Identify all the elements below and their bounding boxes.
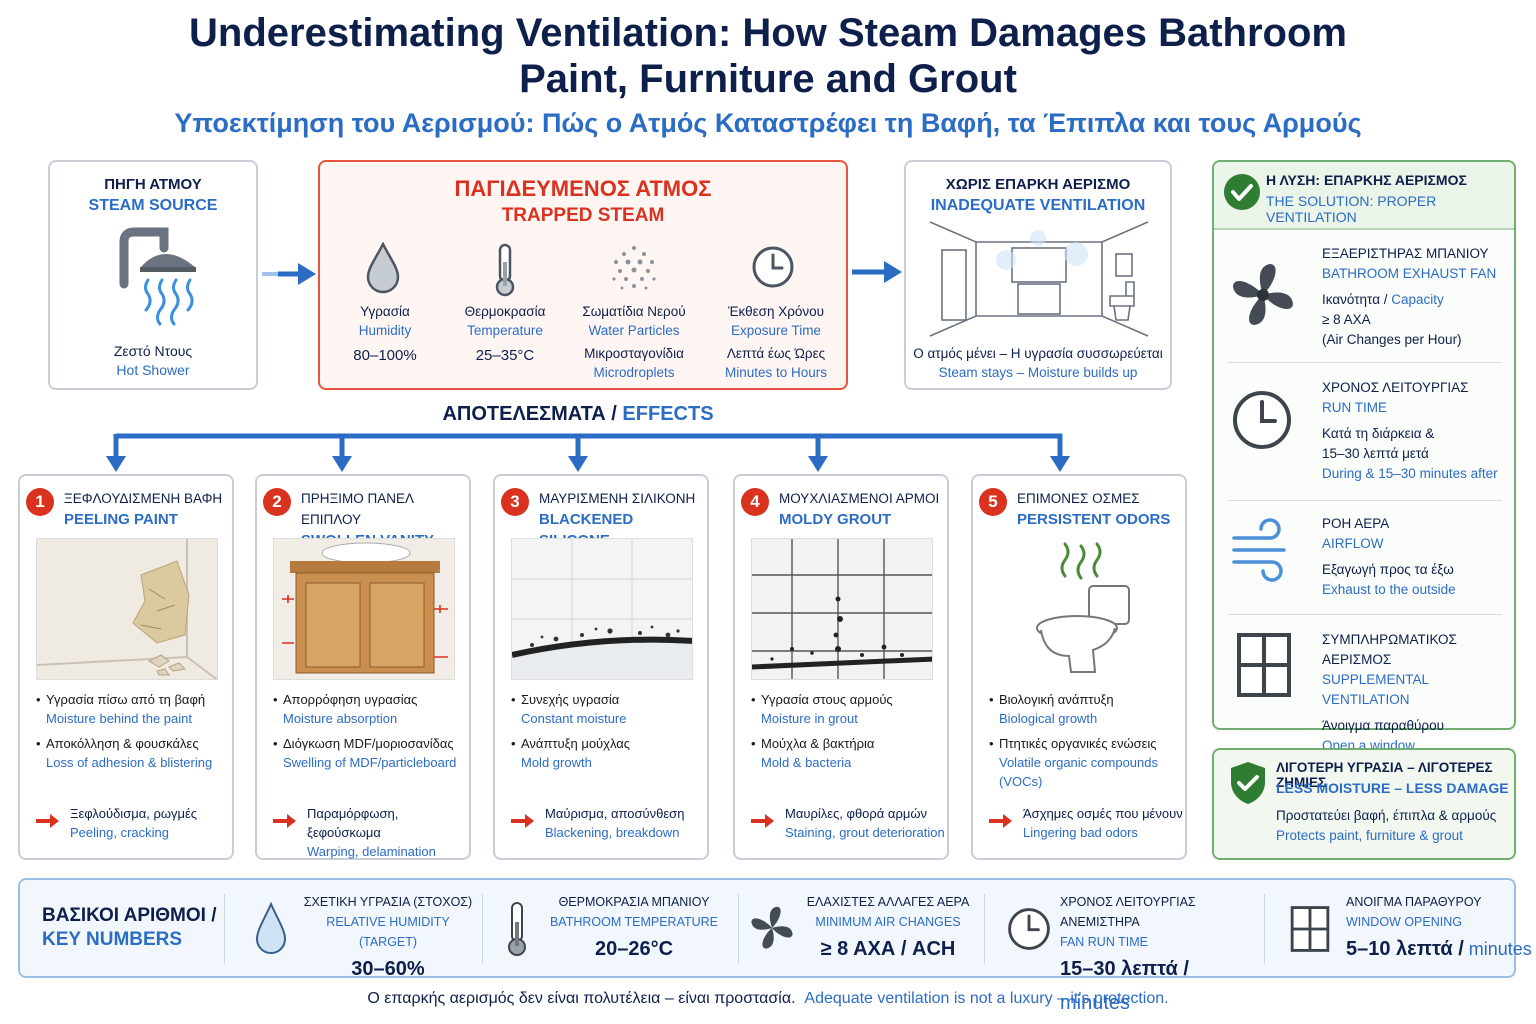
key-numbers-bar: ΒΑΣΙΚΟΙ ΑΡΙΘΜΟΙ / KEY NUMBERS ΣΧΕΤΙΚΗ ΥΓ… bbox=[18, 878, 1532, 1014]
arrow-right-icon bbox=[989, 814, 1012, 828]
shield-check-icon bbox=[1231, 762, 1265, 804]
page-title: Underestimating Ventilation: How Steam D… bbox=[0, 10, 1536, 102]
trapped-gr: ΠΑΓΙΔΕΥΜΕΝΟΣ ΑΤΜΟΣ bbox=[454, 176, 712, 201]
less-gr: ΛΙΓΟΤΕΡΗ ΥΓΡΑΣΙΑ – ΛΙΓΟΤΕΡΕΣ ΖΗΜΙΕΣ bbox=[1276, 760, 1493, 790]
check-badge-icon bbox=[1224, 174, 1260, 210]
shower-icon bbox=[119, 227, 196, 326]
key-item-temperature: ΘΕΡΜΟΚΡΑΣΙΑ ΜΠΑΝΙΟΥ BATHROOM TEMPERATURE… bbox=[549, 895, 719, 960]
solution-airflow: ΡΟΗ ΑΕΡΑ AIRFLOW Εξαγωγή προς τα έξω Exh… bbox=[1322, 516, 1456, 597]
steam-source-en: STEAM SOURCE bbox=[88, 197, 218, 214]
less-en: LESS MOISTURE – LESS DAMAGE bbox=[1276, 780, 1509, 796]
toilet-odor-icon bbox=[989, 538, 1171, 680]
solution-run-time: ΧΡΟΝΟΣ ΛΕΙΤΟΥΡΓΙΑΣ RUN TIME Κατά τη διάρ… bbox=[1322, 380, 1498, 481]
arrow-right-icon bbox=[751, 814, 774, 828]
key-numbers-title: ΒΑΣΙΚΟΙ ΑΡΙΘΜΟΙ / KEY NUMBERS bbox=[42, 905, 217, 950]
airflow-icon bbox=[1232, 518, 1286, 582]
less-line2: Protects paint, furniture & grout bbox=[1276, 828, 1463, 843]
clock-icon bbox=[1008, 908, 1050, 950]
title-line2: Paint, Furniture and Grout bbox=[519, 57, 1017, 101]
window-icon bbox=[1237, 633, 1291, 697]
trapped-item-temperature: Θερμοκρασία Temperature 25–35°C bbox=[464, 304, 546, 364]
effect-card-swollen-vanity: 2 ΠΡΗΞΙΜΟ ΠΑΝΕΛ ΕΠΙΠΛΟΥSWOLLEN VANITY PA… bbox=[255, 474, 471, 860]
trapped-item-exposure: Έκθεση Χρόνου Exposure Time Λεπτά έως Ώρ… bbox=[724, 304, 828, 380]
effect-number: 3 bbox=[501, 488, 529, 516]
effect-number: 1 bbox=[26, 488, 54, 516]
less-line1: Προστατεύει βαφή, έπιπλα & αρμούς bbox=[1276, 808, 1497, 823]
arrow-right-icon bbox=[273, 814, 296, 828]
trapped-item-particles: Σωματίδια Νερού Water Particles Μικροστα… bbox=[582, 304, 686, 380]
moldy-grout-image bbox=[751, 538, 933, 680]
thermometer-icon bbox=[508, 902, 526, 956]
blackened-silicone-image bbox=[511, 538, 693, 680]
solution-exhaust-fan: ΕΞΑΕΡΙΣΤΗΡΑΣ ΜΠΑΝΙΟΥ BATHROOM EXHAUST FA… bbox=[1322, 246, 1497, 347]
particles-icon bbox=[612, 246, 656, 290]
steam-source-gr: ΠΗΓΗ ΑΤΜΟΥ bbox=[104, 176, 202, 193]
solution-header bbox=[1214, 162, 1514, 230]
source-sub-gr: Ζεστό Ντους bbox=[113, 343, 193, 359]
droplet-icon bbox=[255, 902, 287, 954]
droplet-icon bbox=[366, 242, 400, 294]
thermometer-icon bbox=[495, 243, 515, 297]
effect-number: 2 bbox=[263, 488, 291, 516]
less-moisture-box: ΛΙΓΟΤΕΡΗ ΥΓΡΑΣΙΑ – ΛΙΓΟΤΕΡΕΣ ΖΗΜΙΕΣ LESS… bbox=[1212, 748, 1516, 860]
effects-heading: ΑΠΟΤΕΛΕΣΜΑΤΑ / EFFECTS bbox=[442, 403, 714, 425]
swollen-vanity-image bbox=[273, 538, 455, 680]
inadequate-ventilation-box: ΧΩΡΙΣ ΕΠΑΡΚΗ ΑΕΡΙΣΜΟ INADEQUATE VENTILAT… bbox=[904, 160, 1172, 390]
clock-icon bbox=[1233, 391, 1291, 449]
inadequate-sub-gr: Ο ατμός μένει – Η υγρασία συσσωρεύεται bbox=[913, 346, 1163, 361]
window-icon bbox=[1290, 906, 1330, 952]
key-item-window-opening: ΑΝΟΙΓΜΑ ΠΑΡΑΘΥΡΟΥ WINDOW OPENING 5–10 λε… bbox=[1346, 895, 1532, 960]
title-line1: Underestimating Ventilation: How Steam D… bbox=[189, 11, 1347, 55]
effect-number: 5 bbox=[979, 488, 1007, 516]
source-sub-en: Hot Shower bbox=[116, 362, 190, 378]
steam-source-box: ΠΗΓΗ ΑΤΜΟΥ STEAM SOURCE Ζεστό Ντους Hot … bbox=[48, 160, 258, 390]
arrow-right-icon bbox=[852, 261, 902, 283]
trapped-en: TRAPPED STEAM bbox=[501, 205, 665, 226]
inadequate-gr: ΧΩΡΙΣ ΕΠΑΡΚΗ ΑΕΡΙΣΜΟ bbox=[945, 176, 1131, 193]
effect-number: 4 bbox=[741, 488, 769, 516]
inadequate-sub-en: Steam stays – Moisture builds up bbox=[938, 365, 1138, 380]
effects-connector bbox=[106, 433, 1070, 472]
solution-en: THE SOLUTION: PROPER VENTILATION bbox=[1266, 193, 1437, 225]
inadequate-en: INADEQUATE VENTILATION bbox=[930, 197, 1146, 214]
solution-gr: Η ΛΥΣΗ: ΕΠΑΡΚΗΣ ΑΕΡΙΣΜΟΣ bbox=[1266, 172, 1467, 188]
peeling-paint-image bbox=[36, 538, 218, 680]
solution-panel: Η ΛΥΣΗ: ΕΠΑΡΚΗΣ ΑΕΡΙΣΜΟΣ THE SOLUTION: P… bbox=[1212, 160, 1516, 753]
bathroom-room-icon bbox=[929, 221, 1149, 337]
trapped-item-humidity: Υγρασία Humidity 80–100% bbox=[353, 304, 417, 364]
footer-tagline: Ο επαρκής αερισμός δεν είναι πολυτέλεια … bbox=[367, 990, 1169, 1007]
key-item-fan-run-time: ΧΡΟΝΟΣ ΛΕΙΤΟΥΡΓΙΑΣ ΑΝΕΜΙΣΤΗΡΑ FAN RUN TI… bbox=[1060, 895, 1196, 1014]
arrow-right-icon bbox=[262, 263, 316, 285]
trapped-steam-box: ΠΑΓΙΔΕΥΜΕΝΟΣ ΑΤΜΟΣ TRAPPED STEAM Υγρασία… bbox=[318, 160, 848, 390]
fan-icon bbox=[1233, 264, 1293, 325]
arrow-right-icon bbox=[36, 814, 59, 828]
clock-icon bbox=[752, 246, 794, 288]
key-item-air-changes: ΕΛΑΧΙΣΤΕΣ ΑΛΛΑΓΕΣ ΑΕΡΑ MINIMUM AIR CHANG… bbox=[806, 895, 970, 960]
arrow-right-icon bbox=[511, 814, 534, 828]
key-item-humidity: ΣΧΕΤΙΚΗ ΥΓΡΑΣΙΑ (ΣΤΟΧΟΣ) RELATIVE HUMIDI… bbox=[303, 895, 473, 980]
solution-supplemental: ΣΥΜΠΛΗΡΩΜΑΤΙΚΟΣ ΑΕΡΙΣΜΟΣ SUPPLEMENTAL VE… bbox=[1322, 632, 1457, 753]
page-subtitle: Υποεκτίμηση του Αερισμού: Πώς ο Ατμός Κα… bbox=[174, 108, 1362, 138]
fan-icon bbox=[751, 906, 793, 949]
